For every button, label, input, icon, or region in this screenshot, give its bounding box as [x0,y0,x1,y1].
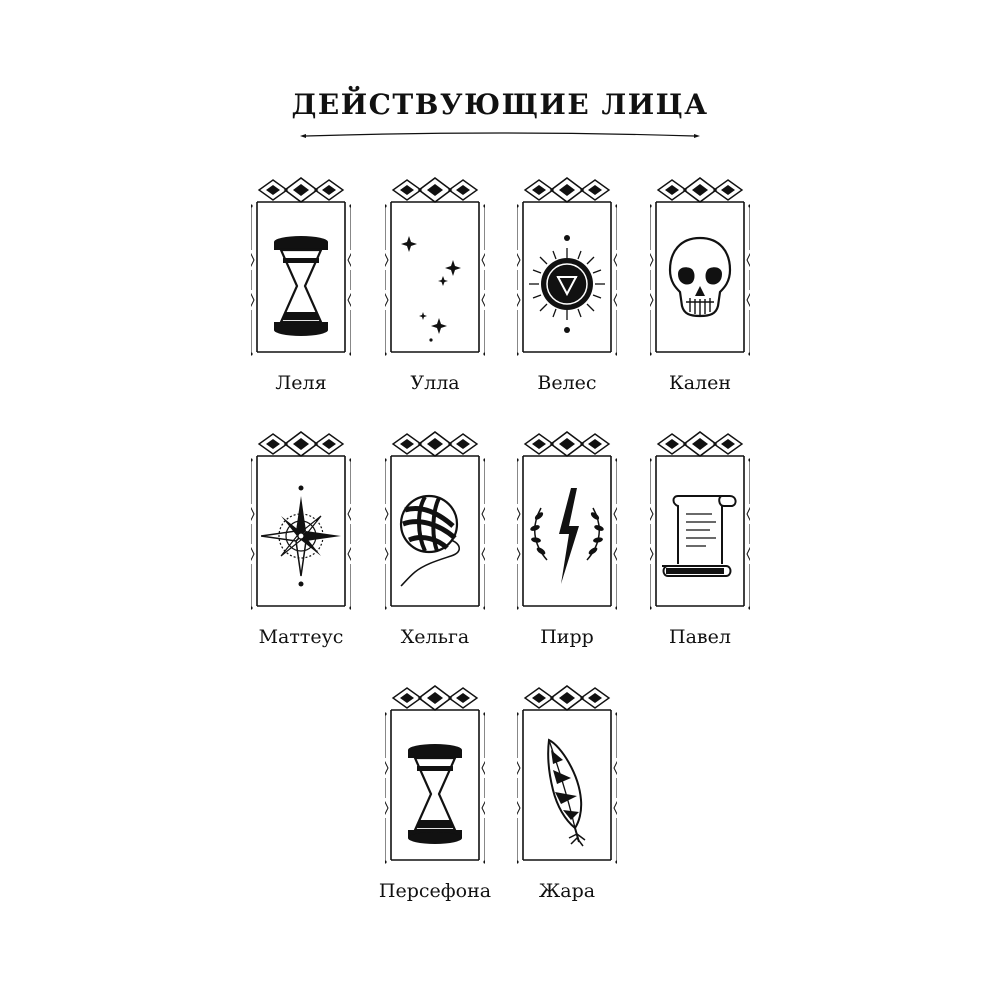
character-card-lelya: Леля [251,176,351,406]
feather-icon [547,738,586,847]
crescent-moon-icon [401,236,469,342]
character-name: Павел [669,626,731,648]
character-card-ulla: Улла [385,176,485,406]
character-card-matteus: Маттеус [251,430,351,660]
skull-icon [668,236,732,318]
character-name: Маттеус [258,626,344,648]
character-card-helga: Хельга [385,430,485,660]
character-card-veles: Велес [517,176,617,406]
hourglass-icon [408,744,462,844]
character-name: Персефона [378,880,492,902]
character-card-pirr: Пирр [517,430,617,660]
page-title: ДЕЙСТВУЮЩИЕ ЛИЦА [291,88,709,121]
character-name: Улла [410,372,460,394]
character-name: Жара [538,880,596,902]
character-name: Пирр [540,626,594,648]
character-name: Хельга [400,626,470,648]
character-name: Велес [537,372,597,394]
compass-rose-icon [261,485,341,587]
character-card-zhara: Жара [517,684,617,914]
scroll-icon [662,495,737,577]
yarn-ball-icon [399,494,460,587]
sun-triangle-icon [529,235,605,333]
character-card-pavel: Павел [650,430,750,660]
character-name: Кален [668,372,731,394]
lightning-wreath-icon [530,488,604,584]
character-name: Леля [275,372,327,394]
character-card-kalen: Кален [650,176,750,406]
character-card-persefona: Персефона [379,684,491,914]
title-rule [300,132,700,138]
hourglass-icon [274,236,328,336]
